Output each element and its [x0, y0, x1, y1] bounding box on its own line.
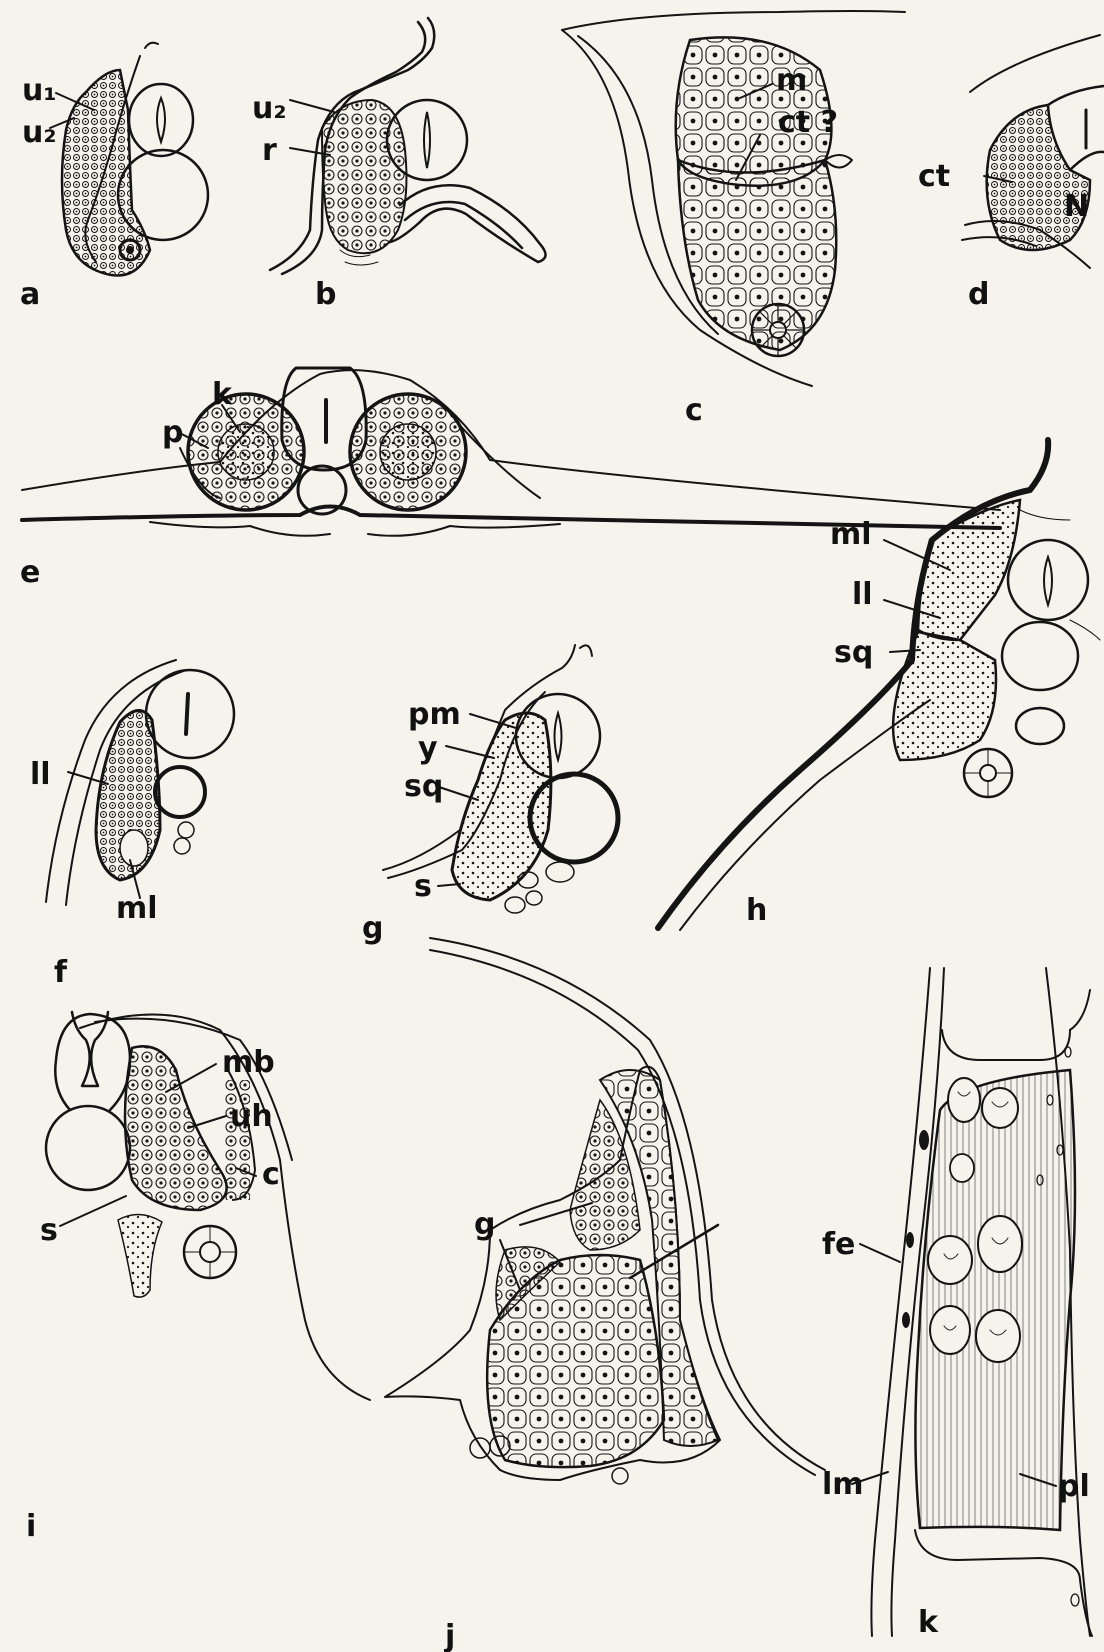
label-b-r: r: [262, 133, 277, 168]
panel-a: [50, 43, 208, 276]
panel-f: [46, 660, 234, 905]
panel-d: [962, 35, 1104, 268]
label-g-s: s: [414, 869, 432, 904]
panel-letter-g: g: [362, 911, 383, 946]
label-i-c: c: [262, 1157, 280, 1192]
panel-k: [852, 968, 1092, 1636]
panel-letter-f: f: [54, 955, 68, 990]
label-k-fe: fe: [822, 1227, 855, 1262]
panel-h: [658, 440, 1100, 930]
panel-i: [46, 1012, 370, 1400]
label-h-sq: sq: [834, 635, 873, 670]
label-i-mb: mb: [222, 1045, 275, 1080]
panel-letter-c: c: [685, 393, 703, 428]
label-e-k: k: [212, 377, 233, 412]
label-a-u1: u₁: [22, 73, 57, 108]
label-g-pm: pm: [408, 697, 461, 732]
label-g-y: y: [418, 731, 438, 766]
panel-letter-i: i: [26, 1509, 36, 1544]
label-b-u2: u₂: [252, 91, 287, 126]
panel-letter-a: a: [20, 277, 40, 312]
panel-b: [270, 18, 546, 274]
panel-letter-j: j: [444, 1619, 455, 1652]
label-f-ml: ml: [116, 891, 158, 926]
label-h-ml: ml: [830, 517, 872, 552]
label-i-s: s: [40, 1213, 58, 1248]
label-h-ll: ll: [852, 577, 873, 612]
panel-letter-b: b: [315, 277, 336, 312]
panel-letter-k: k: [918, 1605, 939, 1640]
label-k-lm: lm: [822, 1467, 864, 1502]
label-d-n: N: [1064, 189, 1089, 224]
label-d-ct: ct: [918, 159, 950, 194]
panel-letter-d: d: [968, 277, 989, 312]
label-j-g: g: [474, 1207, 495, 1242]
panel-j: [385, 938, 825, 1484]
label-k-pl: pl: [1058, 1469, 1090, 1504]
panel-c: [562, 11, 905, 386]
label-g-sq: sq: [404, 769, 443, 804]
label-c-m: m: [776, 63, 807, 98]
panel-letter-h: h: [746, 893, 767, 928]
label-a-u2: u₂: [22, 115, 57, 150]
label-e-p: p: [162, 415, 183, 450]
panel-letter-e: e: [20, 555, 40, 590]
label-f-ll: ll: [30, 757, 51, 792]
label-i-uh: uh: [230, 1099, 273, 1134]
panel-e: [22, 368, 1000, 536]
label-c-ct: ct ?: [778, 105, 838, 140]
